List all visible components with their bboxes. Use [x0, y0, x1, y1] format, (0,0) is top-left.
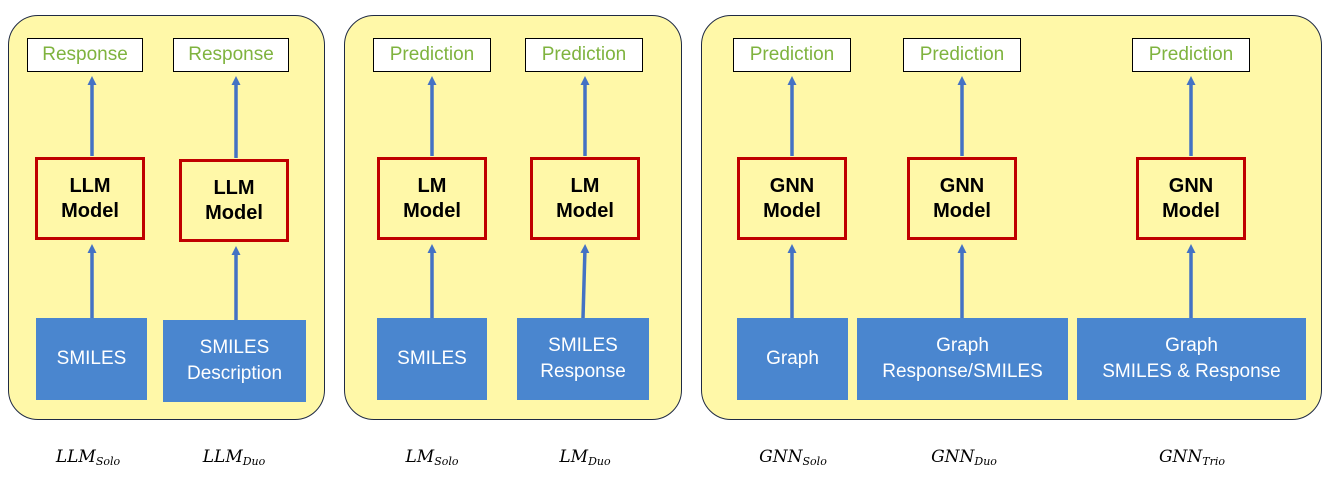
input-line-2: Response	[540, 361, 626, 382]
caption-llm-solo: LLMSolo	[55, 447, 121, 468]
caption-gnn-trio: GNNTrio	[1158, 447, 1226, 468]
model-word-label: Model	[403, 199, 461, 222]
input-line-2: SMILES & Response	[1102, 361, 1281, 382]
input-line-1: Graph	[1165, 335, 1218, 356]
gnn-duo-prediction-box: Prediction	[903, 38, 1021, 72]
caption-lm-duo: LMDuo	[559, 447, 611, 468]
model-type-label: LLM	[213, 176, 255, 199]
caption-lm-solo: LMSolo	[405, 447, 459, 468]
model-type-label: LLM	[69, 174, 111, 197]
model-type-label: LM	[570, 174, 600, 197]
gnn-trio-model-box: GNN Model	[1136, 157, 1246, 240]
arrow-lm-duo-input	[580, 244, 590, 319]
model-word-label: Model	[1162, 199, 1220, 222]
model-type-label: LM	[417, 174, 447, 197]
gnn-solo-input-box: Graph	[737, 318, 848, 400]
gnn-duo-model-box: GNN Model	[907, 157, 1017, 240]
input-line-2: Description	[186, 363, 283, 384]
model-type-label: GNN	[939, 174, 985, 197]
input-line-2: Response/SMILES	[882, 361, 1043, 382]
gnn-duo-input-box: Graph Response/SMILES	[857, 318, 1068, 400]
gnn-trio-input-box: Graph SMILES & Response	[1077, 318, 1306, 400]
lm-duo-prediction-box: Prediction	[525, 38, 643, 72]
input-line-1: Graph	[936, 335, 989, 356]
llm-duo-response-box: Response	[173, 38, 289, 72]
caption-llm-duo: LLMDuo	[202, 447, 266, 468]
lm-duo-model-box: LM Model	[530, 157, 640, 240]
model-word-label: Model	[205, 201, 263, 224]
model-word-label: Model	[61, 199, 119, 222]
input-line-1: SMILES	[56, 348, 127, 369]
lm-solo-input-box: SMILES	[377, 318, 487, 400]
model-word-label: Model	[933, 199, 991, 222]
llm-solo-response-box: Response	[27, 38, 143, 72]
input-line-1: SMILES	[397, 348, 467, 369]
llm-solo-input-box: SMILES	[36, 318, 147, 400]
llm-duo-model-box: LLM Model	[179, 159, 289, 242]
model-type-label: GNN	[1168, 174, 1214, 197]
lm-duo-input-box: SMILES Response	[517, 318, 649, 400]
gnn-trio-prediction-box: Prediction	[1132, 38, 1250, 72]
gnn-solo-prediction-box: Prediction	[733, 38, 851, 72]
lm-solo-model-box: LM Model	[377, 157, 487, 240]
model-word-label: Model	[556, 199, 614, 222]
caption-gnn-solo: GNNSolo	[759, 447, 827, 468]
lm-solo-prediction-box: Prediction	[373, 38, 491, 72]
llm-solo-model-box: LLM Model	[35, 157, 145, 240]
input-line-1: Graph	[766, 348, 819, 369]
input-line-1: SMILES	[548, 335, 618, 356]
model-word-label: Model	[763, 199, 821, 222]
model-type-label: GNN	[769, 174, 815, 197]
input-line-1: SMILES	[199, 337, 270, 358]
llm-duo-input-box: SMILES Description	[163, 320, 306, 402]
caption-gnn-duo: GNNDuo	[931, 447, 997, 468]
gnn-solo-model-box: GNN Model	[737, 157, 847, 240]
